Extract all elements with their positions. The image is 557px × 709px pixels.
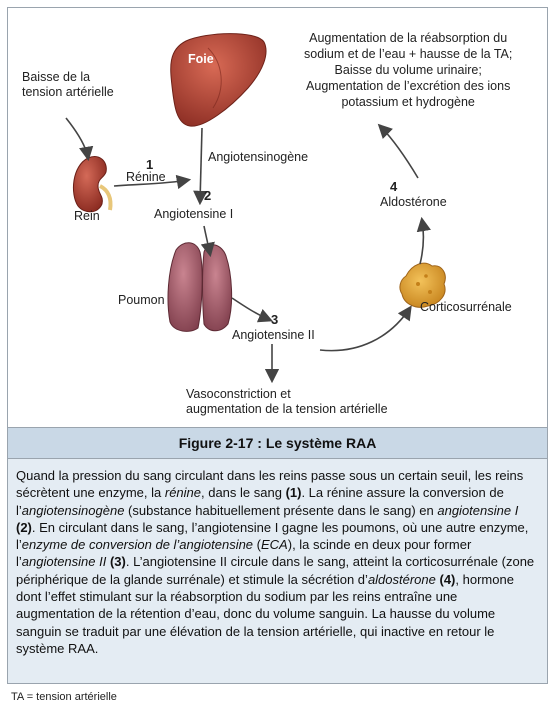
arrow-to-lungs bbox=[200, 225, 215, 258]
desc-text: . L’angiotensine II circule dans le sang… bbox=[16, 554, 535, 587]
kidney-illustration bbox=[72, 156, 113, 213]
desc-step-ref: (3) bbox=[106, 554, 126, 570]
desc-text: ), la scinde en deux pour former l’ bbox=[16, 537, 472, 570]
desc-step-ref: (1) bbox=[285, 485, 302, 501]
adrenal-illustration bbox=[399, 262, 446, 308]
arrow-aldosterone bbox=[416, 216, 431, 265]
desc-term-eca: enzyme de conversion de l’angiotensine bbox=[21, 537, 254, 553]
label-angiotensine-1: Angiotensine I bbox=[154, 207, 234, 221]
desc-term-eca-abbr: ECA bbox=[261, 537, 288, 553]
desc-term-angiotensine2: angiotensine II bbox=[21, 554, 107, 570]
step-number-4: 4 bbox=[390, 179, 398, 194]
liver-illustration bbox=[170, 33, 267, 127]
label-renine: Rénine bbox=[126, 170, 166, 184]
label-aldosterone: Aldostérone bbox=[380, 195, 447, 209]
label-baisse-tension: Baisse de la tension artérielle bbox=[22, 70, 114, 99]
label-angiotensinogene: Angiotensinogène bbox=[208, 150, 309, 164]
arrow-to-cortico bbox=[319, 305, 412, 352]
label-effets: Augmentation de la réabsorption du sodiu… bbox=[304, 31, 513, 109]
desc-text: . La rénine assure la conversion de l’ bbox=[16, 485, 504, 518]
label-angiotensine-2: Angiotensine II bbox=[232, 328, 315, 342]
desc-text: Quand la pression du sang circulant dans… bbox=[16, 468, 524, 501]
figure-description: Quand la pression du sang circulant dans… bbox=[8, 459, 547, 683]
desc-term-angiotensinogene: angiotensinogène bbox=[21, 502, 125, 518]
desc-text: , hormone dont l’effet stimulant sur la … bbox=[16, 571, 514, 656]
label-foie: Foie bbox=[188, 52, 214, 66]
desc-step-ref: (2) bbox=[16, 519, 32, 535]
step-number-3: 3 bbox=[271, 312, 279, 327]
desc-term-angiotensine1: angiotensine I bbox=[437, 502, 519, 518]
figure-caption: Figure 2-17 : Le système RAA bbox=[8, 427, 547, 459]
lungs-illustration bbox=[167, 242, 233, 332]
arrow-to-angiotensine2 bbox=[231, 297, 273, 323]
desc-term-renine: rénine bbox=[164, 485, 201, 501]
desc-term-aldosterone: aldostérone bbox=[367, 571, 436, 587]
desc-text: ( bbox=[253, 537, 261, 553]
arrow-baisse-to-rein bbox=[65, 117, 94, 162]
label-rein: Rein bbox=[74, 209, 100, 223]
figure-frame: Baisse de la tension artérielle Rein Foi… bbox=[7, 7, 548, 684]
desc-text: (substance habituellement présente dans … bbox=[124, 502, 438, 518]
footnote: TA = tension artérielle bbox=[11, 691, 117, 703]
desc-text: . En circulant dans le sang, l’angiotens… bbox=[16, 519, 529, 553]
diagram-graphics bbox=[65, 33, 446, 384]
desc-step-ref: (4) bbox=[435, 571, 456, 587]
step-number-1: 1 bbox=[146, 157, 154, 172]
label-vasoconstriction: Vasoconstriction et augmentation de la t… bbox=[186, 387, 388, 416]
arrow-renine bbox=[113, 174, 192, 190]
arrow-to-effects bbox=[377, 123, 419, 179]
step-number-2: 2 bbox=[204, 188, 212, 203]
raa-diagram: Baisse de la tension artérielle Rein Foi… bbox=[8, 8, 549, 428]
label-corticosurrenale: Corticosurrénale bbox=[420, 300, 512, 314]
desc-text: , dans le sang bbox=[201, 485, 286, 501]
arrow-angiotensinogene bbox=[193, 127, 208, 206]
label-poumon: Poumon bbox=[118, 293, 165, 307]
